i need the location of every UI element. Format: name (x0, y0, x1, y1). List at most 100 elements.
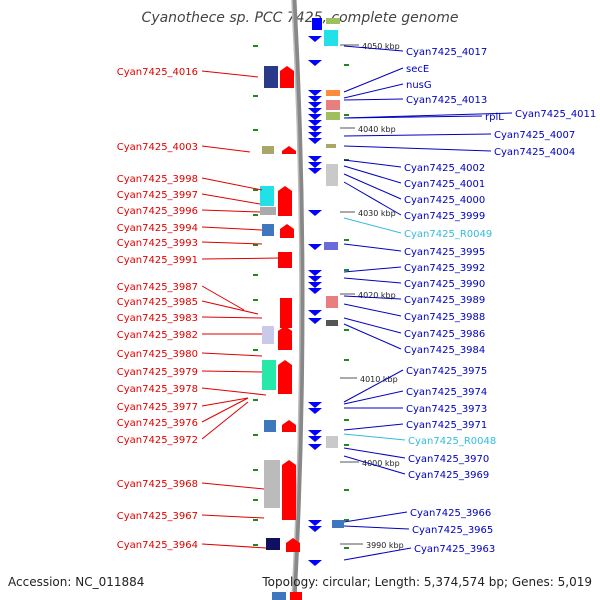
gene-box (262, 146, 274, 154)
scale-label: 4040 kbp (358, 125, 396, 134)
left-gene-label: Cyan7425_4003 (117, 142, 198, 153)
label-connector (201, 387, 267, 396)
label-connector (343, 159, 402, 168)
label-connector (343, 112, 513, 119)
gene-box (326, 320, 338, 326)
label-connector (343, 181, 402, 216)
left-gene-label: Cyan7425_3979 (117, 367, 198, 378)
left-gene-label: Cyan7425_3982 (117, 330, 198, 341)
gene-box (278, 252, 292, 268)
gene-box (326, 164, 338, 186)
label-connector (201, 257, 281, 260)
label-connector (201, 177, 263, 191)
lagging-strand-arrow (308, 310, 322, 316)
label-connector (343, 390, 404, 405)
gene-box (266, 538, 280, 550)
gene-box (332, 520, 344, 528)
lagging-strand-arrow (308, 90, 322, 96)
right-gene-label: Cyan7425_4002 (404, 163, 485, 174)
right-gene-label: Cyan7425_3999 (404, 211, 485, 222)
scale-label: 4020 kbp (358, 291, 396, 300)
genome-title: Cyanothece sp. PCC 7425, complete genome (141, 10, 459, 26)
gene-box (324, 30, 338, 46)
leading-strand-arrow (278, 186, 292, 216)
leading-strand-arrow (282, 460, 296, 520)
label-connector (343, 45, 404, 52)
lagging-strand-arrow (308, 108, 322, 114)
label-connector (343, 83, 404, 99)
right-gene-label: Cyan7425_R0049 (404, 229, 492, 240)
label-connector (343, 173, 402, 200)
gene-box (312, 18, 322, 30)
left-gene-label: Cyan7425_3985 (117, 297, 198, 308)
right-gene-label: Cyan7425_3992 (404, 263, 485, 274)
gene-box (326, 296, 338, 308)
gene-box (280, 298, 292, 328)
lagging-strand-arrow (308, 156, 322, 162)
lagging-strand-arrow (308, 138, 322, 144)
left-gene-label: Cyan7425_3968 (117, 479, 198, 490)
right-gene-label: secE (406, 64, 429, 75)
gene-box (326, 112, 340, 120)
label-connector (201, 514, 265, 519)
label-connector (343, 433, 406, 441)
gene-box (326, 18, 340, 24)
right-gene-label: Cyan7425_4000 (404, 195, 485, 206)
left-gene-label: Cyan7425_3991 (117, 255, 198, 266)
lagging-strand-arrow (308, 436, 322, 442)
scale-label: 4000 kbp (362, 459, 400, 468)
label-connector (343, 323, 402, 350)
gene-box (264, 460, 280, 508)
left-gene-labels: Cyan7425_4016Cyan7425_4003Cyan7425_3998C… (117, 67, 281, 551)
right-gene-label: Cyan7425_3995 (404, 247, 485, 258)
lagging-strand-arrow (308, 102, 322, 108)
leading-strand-arrow (280, 224, 294, 238)
scale-label: 4030 kbp (358, 209, 396, 218)
right-gene-label: Cyan7425_3988 (404, 312, 485, 323)
lagging-strand-arrow (308, 276, 322, 282)
lagging-strand-arrow (308, 126, 322, 132)
lagging-strand-arrow (308, 270, 322, 276)
gene-box (260, 186, 274, 206)
gene-box (262, 326, 274, 344)
leading-strand-arrow (282, 420, 296, 432)
right-gene-label: Cyan7425_4011 (515, 109, 596, 120)
left-gene-label: Cyan7425_3964 (117, 540, 198, 551)
label-connector (201, 397, 249, 423)
label-connector (343, 133, 492, 137)
label-connector (343, 423, 404, 431)
right-gene-label: Cyan7425_3970 (408, 454, 489, 465)
right-gene-label: Cyan7425_3986 (404, 329, 485, 340)
label-connector (343, 447, 406, 459)
lagging-strand-arrow (308, 526, 322, 532)
label-connector (201, 285, 245, 311)
label-connector (343, 243, 402, 252)
gene-box (264, 420, 276, 432)
right-gene-label: Cyan7425_3975 (406, 366, 487, 377)
lagging-strand-arrow (308, 288, 322, 294)
label-connector (343, 67, 404, 93)
left-gene-label: Cyan7425_3987 (117, 282, 198, 293)
left-gene-label: Cyan7425_3994 (117, 223, 198, 234)
gene-box (264, 66, 278, 88)
right-gene-label: Cyan7425_3974 (406, 387, 487, 398)
label-connector (201, 370, 263, 373)
label-connector (201, 300, 259, 315)
label-connector (343, 511, 408, 523)
label-connector (343, 217, 402, 234)
lagging-strand-arrow (308, 60, 322, 66)
left-gene-label: Cyan7425_3978 (117, 384, 198, 395)
leading-strand-arrow (278, 360, 292, 394)
lagging-strand-arrow (308, 96, 322, 102)
right-gene-label: Cyan7425_4001 (404, 179, 485, 190)
left-gene-label: Cyan7425_3980 (117, 349, 198, 360)
gene-box (262, 224, 274, 236)
label-connector (343, 369, 404, 403)
leading-strand-arrow (282, 146, 296, 154)
label-connector (201, 226, 263, 231)
right-gene-label: Cyan7425_3984 (404, 345, 485, 356)
scale-label: 3990 kbp (366, 541, 404, 550)
